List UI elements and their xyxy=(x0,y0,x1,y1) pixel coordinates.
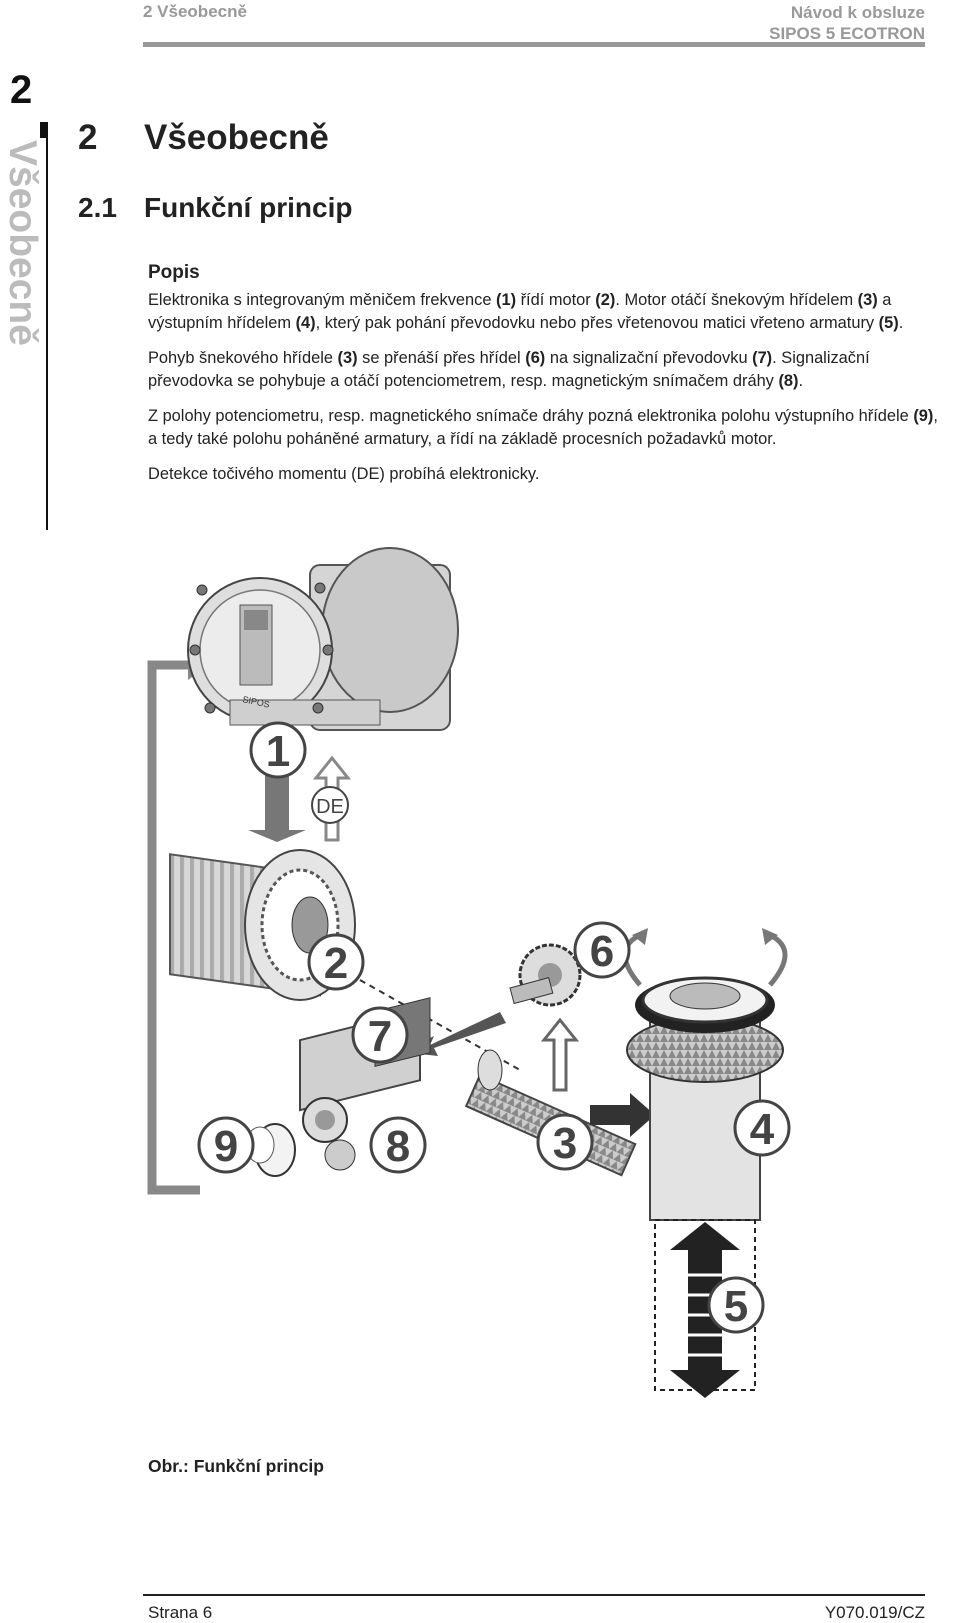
header-rule xyxy=(143,42,925,47)
function-principle-figure: SIPOS xyxy=(147,547,791,1398)
reference-number: (9) xyxy=(913,407,934,425)
paragraph: Pohyb šnekového hřídele (3) se přenáší p… xyxy=(148,349,870,390)
callout-1: 1 xyxy=(249,721,307,779)
callout-3: 3 xyxy=(536,1113,594,1171)
chapter-heading: 2 Všeobecně xyxy=(78,118,329,158)
reference-number: (6) xyxy=(525,349,546,367)
side-tab-number: 2 xyxy=(10,68,33,112)
callout-7: 7 xyxy=(351,1006,409,1064)
callout-4-label: 4 xyxy=(750,1105,775,1154)
side-tab-marker xyxy=(40,122,48,138)
subheading: Popis xyxy=(148,262,200,283)
callout-9: 9 xyxy=(197,1116,255,1174)
chapter-number: 2 xyxy=(78,118,98,157)
reference-number: (8) xyxy=(778,371,799,390)
gear-shaft-6 xyxy=(509,943,582,1007)
figure-caption: Obr.: Funkční princip xyxy=(148,1456,324,1476)
page-number: Strana 6 xyxy=(148,1603,213,1622)
callout-6-label: 6 xyxy=(590,927,614,976)
paragraph: Detekce točivého momentu (DE) probíhá el… xyxy=(148,465,540,483)
motor xyxy=(169,849,356,1001)
callout-6: 6 xyxy=(573,921,631,979)
callout-8: 8 xyxy=(369,1116,427,1174)
reference-number: (2) xyxy=(595,291,616,309)
section-heading: 2.1 Funkční princip xyxy=(78,192,352,224)
body-text: Elektronika s integrovaným měničem frekv… xyxy=(148,289,938,499)
callout-1-label: 1 xyxy=(266,727,290,776)
document-code: Y070.019/CZ xyxy=(824,1603,925,1622)
footer-rule xyxy=(143,1594,925,1596)
reference-number: (3) xyxy=(337,349,358,367)
section-number: 2.1 xyxy=(78,192,117,223)
down-arrow-head xyxy=(248,830,306,842)
callout-9-label: 9 xyxy=(214,1122,238,1171)
right-arrow xyxy=(590,1093,655,1137)
callout-7-label: 7 xyxy=(368,1012,392,1061)
callout-8-label: 8 xyxy=(386,1122,410,1171)
side-tab: Všeobecně xyxy=(1,140,48,346)
callout-2: 2 xyxy=(307,933,365,991)
reference-number: (5) xyxy=(878,313,899,332)
de-label: DE xyxy=(316,796,344,818)
side-tab-label: Všeobecně xyxy=(1,140,44,346)
callout-4: 4 xyxy=(733,1099,791,1157)
callout-2-label: 2 xyxy=(324,939,348,988)
callout-3-label: 3 xyxy=(553,1119,577,1168)
paragraph: Z polohy potenciometru, resp. magnetické… xyxy=(148,407,938,448)
product-name: SIPOS 5 ECOTRON xyxy=(769,24,925,43)
de-callout: DE xyxy=(311,786,349,824)
output-shaft xyxy=(622,928,788,1221)
down-arrow-shaft xyxy=(265,775,289,830)
feedback-loop-line xyxy=(147,660,200,1195)
reference-number: (7) xyxy=(752,349,773,367)
running-header-right: Návod k obsluze SIPOS 5 ECOTRON xyxy=(769,2,925,44)
up-arrow-6 xyxy=(540,1017,580,1092)
reference-number: (1) xyxy=(496,291,517,309)
doc-title: Návod k obsluze xyxy=(790,3,925,22)
reference-number: (4) xyxy=(295,313,316,332)
running-header-section: 2 Všeobecně xyxy=(143,2,247,21)
section-title: Funkční princip xyxy=(144,192,353,223)
callout-5: 5 xyxy=(707,1276,765,1334)
paragraph: Elektronika s integrovaným měničem frekv… xyxy=(148,291,904,332)
reference-number: (3) xyxy=(857,291,878,309)
chapter-title: Všeobecně xyxy=(144,118,329,157)
spindle-arrow xyxy=(670,1222,740,1398)
callout-5-label: 5 xyxy=(724,1282,748,1331)
side-tab-rule xyxy=(46,122,48,530)
axis-dashed-line xyxy=(359,979,521,1071)
electronics-unit: SIPOS xyxy=(187,547,459,731)
